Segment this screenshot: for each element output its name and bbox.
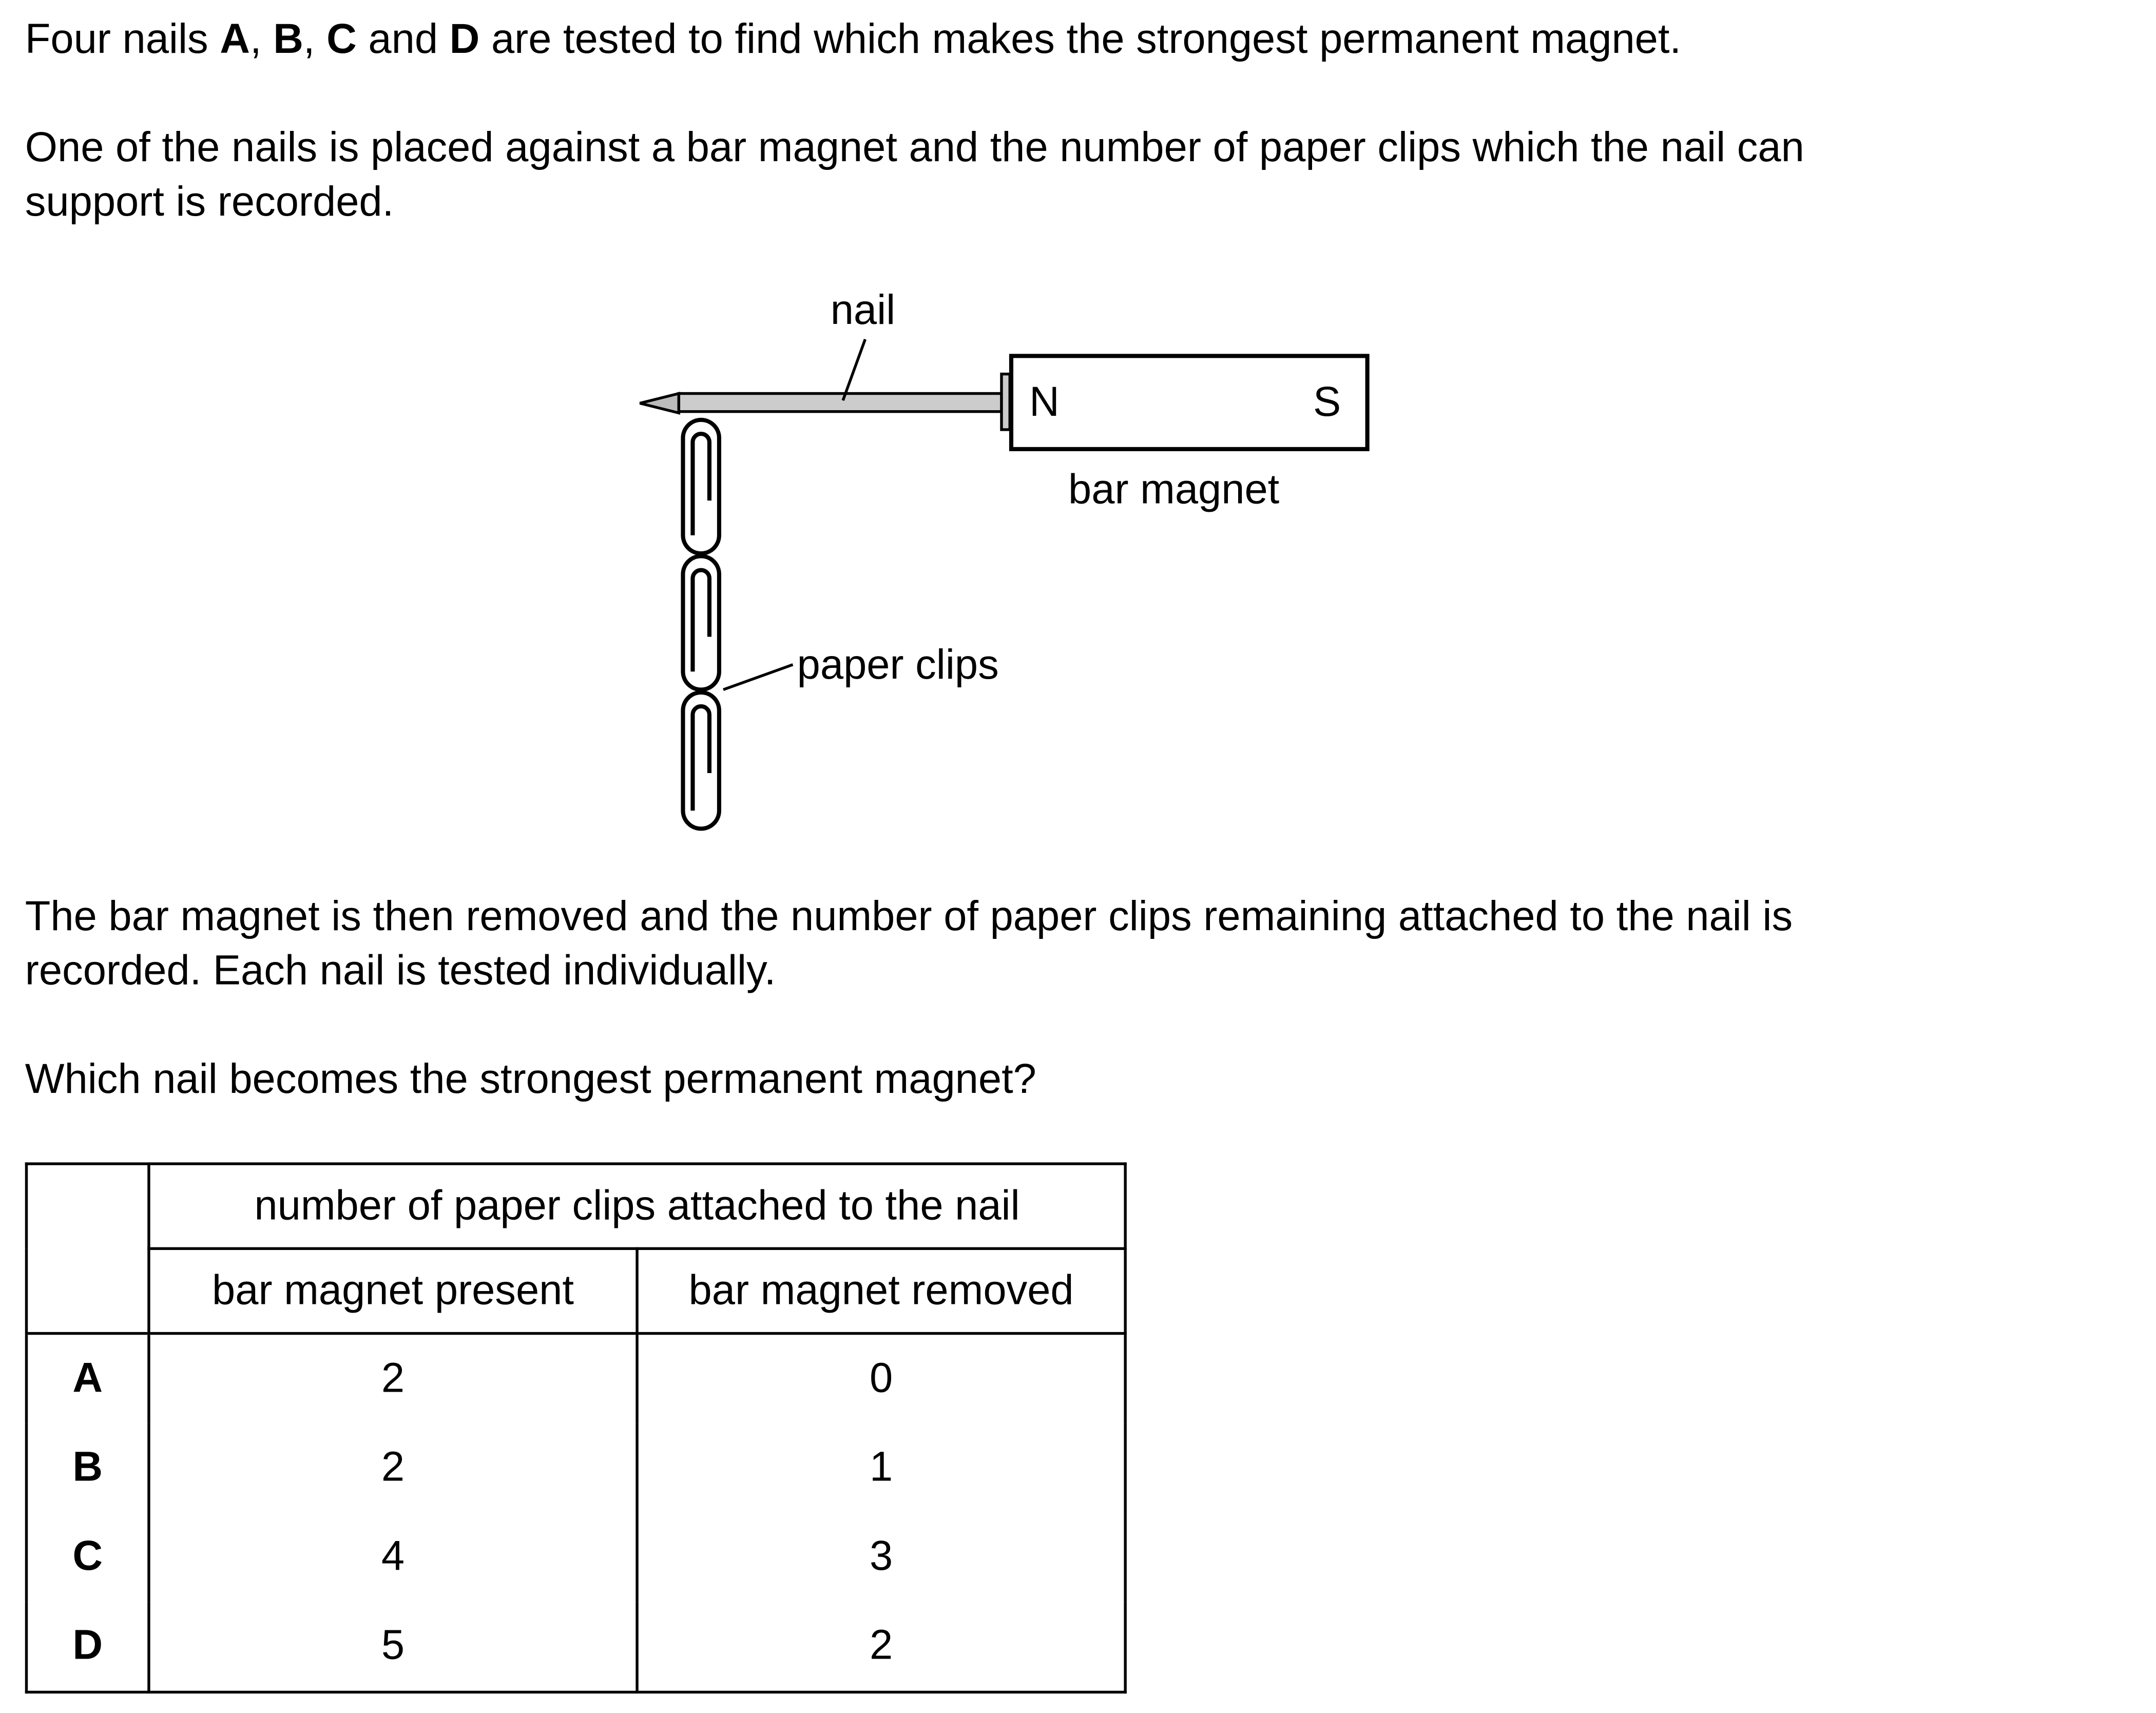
option-label: D — [25, 1602, 150, 1694]
setup-text-line1: One of the nails is placed against a bar… — [25, 125, 1804, 171]
bar-magnet — [1009, 354, 1370, 451]
header-present: bar magnet present — [147, 1247, 639, 1335]
removed-value: 3 — [636, 1512, 1127, 1602]
setup-text-line2: support is recorded. — [25, 179, 394, 225]
removed-value: 2 — [636, 1602, 1127, 1694]
paper-clips — [681, 417, 794, 831]
paper-clips-label: paper clips — [797, 642, 999, 688]
removed-value: 0 — [636, 1332, 1127, 1424]
option-label: A — [25, 1332, 150, 1424]
present-value: 2 — [147, 1332, 639, 1424]
option-label: C — [25, 1512, 150, 1602]
group-header: number of paper clips attached to the na… — [147, 1162, 1127, 1250]
header-removed: bar magnet removed — [636, 1247, 1127, 1335]
procedure-text-line1: The bar magnet is then removed and the n… — [25, 894, 1793, 940]
option-label: B — [25, 1423, 150, 1513]
present-value: 4 — [147, 1512, 639, 1602]
nail-magnet-diagram — [639, 338, 1370, 831]
intro-text: Four nails A, B, C and D are tested to f… — [25, 16, 1682, 63]
nail-label: nail — [830, 287, 896, 334]
results-table: number of paper clips attached to the na… — [25, 1162, 1127, 1694]
table-row: C 4 3 — [25, 1512, 1127, 1602]
question-text: Which nail becomes the strongest permane… — [25, 1056, 1036, 1103]
south-pole-label: S — [1313, 379, 1341, 426]
bar-magnet-label: bar magnet — [1068, 467, 1280, 513]
nail — [639, 338, 1011, 431]
north-pole-label: N — [1029, 379, 1060, 426]
procedure-text-line2: recorded. Each nail is tested individual… — [25, 948, 776, 994]
present-value: 5 — [147, 1602, 639, 1694]
table-row: D 5 2 — [25, 1602, 1127, 1694]
present-value: 2 — [147, 1423, 639, 1513]
table-row: B 2 1 — [25, 1423, 1127, 1513]
corner-cell — [25, 1162, 150, 1334]
table-row: A 2 0 — [25, 1332, 1127, 1424]
removed-value: 1 — [636, 1423, 1127, 1513]
